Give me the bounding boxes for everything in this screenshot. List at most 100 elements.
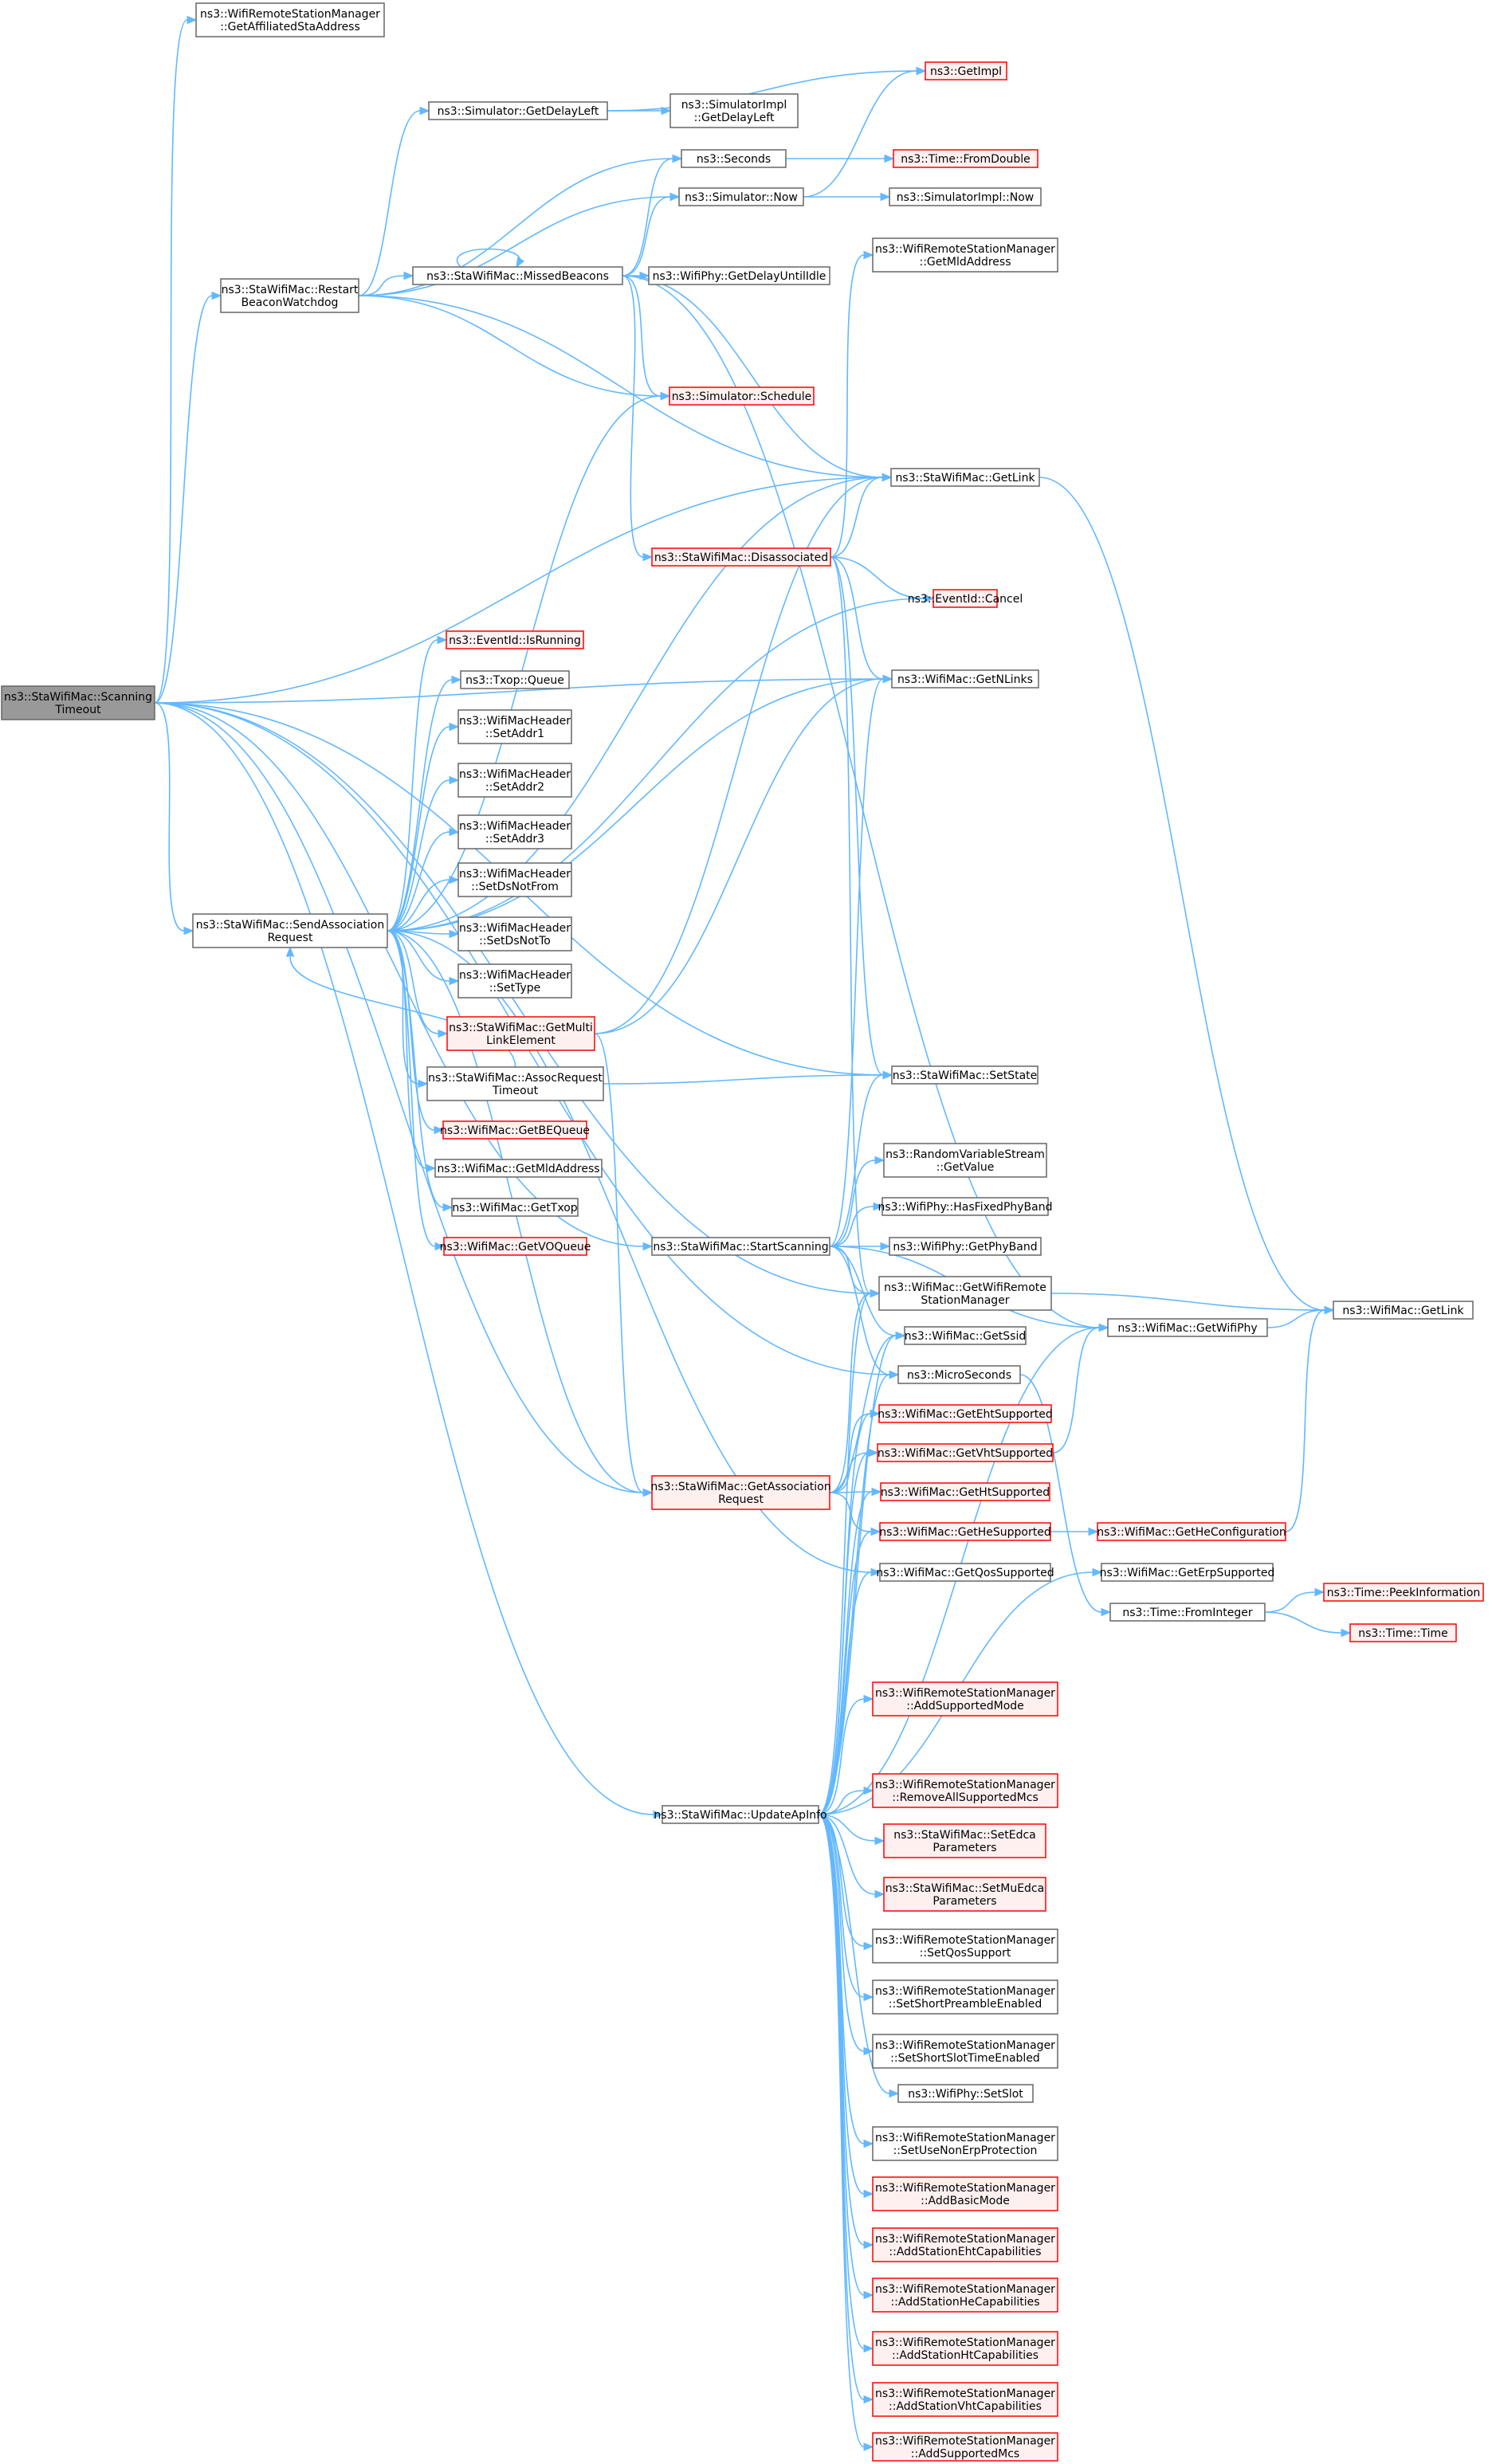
node-set-state[interactable]: ns3::StaWifiMac::SetState: [891, 1065, 1039, 1085]
node-set-ds-not-to[interactable]: ns3::WifiMacHeader::SetDsNotTo: [457, 916, 572, 951]
node-box: [669, 386, 815, 406]
node-time-time[interactable]: ns3::Time::Time: [1349, 1623, 1457, 1642]
node-label: ::SetAddr1: [485, 728, 544, 740]
node-label: ::SetUseNonErpProtection: [893, 2144, 1038, 2157]
node-add-basic-mode[interactable]: ns3::WifiRemoteStationManager::AddBasicM…: [872, 2176, 1058, 2211]
node-label: ns3::StaWifiMac::SetState: [893, 1069, 1038, 1082]
node-is-running[interactable]: ns3::EventId::IsRunning: [446, 630, 584, 649]
node-sim-impl-get-delay-left[interactable]: ns3::SimulatorImpl::GetDelayLeft: [669, 93, 799, 128]
node-set-addr3[interactable]: ns3::WifiMacHeader::SetAddr3: [457, 814, 572, 849]
node-sim-impl-now[interactable]: ns3::SimulatorImpl::Now: [889, 187, 1042, 206]
node-box: [872, 2227, 1058, 2262]
node-sta-get-link[interactable]: ns3::StaWifiMac::GetLink: [890, 468, 1040, 487]
node-set-type[interactable]: ns3::WifiMacHeader::SetType: [457, 963, 572, 999]
node-label: ::RemoveAllSupportedMcs: [892, 1791, 1039, 1804]
node-label: ::GetMldAddress: [920, 256, 1011, 269]
node-box: [872, 2126, 1058, 2161]
node-update-ap-info[interactable]: ns3::StaWifiMac::UpdateApInfo: [654, 1805, 827, 1824]
node-get-affiliated[interactable]: ns3::WifiRemoteStationManager::GetAffili…: [195, 2, 385, 37]
node-rvs-get-value[interactable]: ns3::RandomVariableStream::GetValue: [883, 1143, 1047, 1178]
node-get-ssid[interactable]: ns3::WifiMac::GetSsid: [904, 1326, 1027, 1345]
node-label: Parameters: [933, 1895, 996, 1908]
node-event-cancel[interactable]: ns3::EventId::Cancel: [908, 589, 1023, 608]
node-box: [648, 266, 830, 285]
node-box: [457, 709, 572, 744]
node-remove-all-mcs[interactable]: ns3::WifiRemoteStationManager::RemoveAll…: [872, 1773, 1058, 1808]
node-box: [872, 2432, 1058, 2462]
node-add-supported-mode[interactable]: ns3::WifiRemoteStationManager::AddSuppor…: [872, 1681, 1058, 1717]
node-get-nlinks[interactable]: ns3::WifiMac::GetNLinks: [891, 669, 1039, 689]
node-peek-info[interactable]: ns3::Time::PeekInformation: [1323, 1583, 1484, 1602]
node-get-phy-band[interactable]: ns3::WifiPhy::GetPhyBand: [889, 1237, 1042, 1256]
node-label: ns3::WifiMac::GetHeSupported: [879, 1526, 1050, 1539]
node-set-ds-not-from[interactable]: ns3::WifiMacHeader::SetDsNotFrom: [457, 862, 572, 897]
node-disassociated[interactable]: ns3::StaWifiMac::Disassociated: [651, 547, 831, 567]
edge-update-ap-info-to-set-edca: [818, 1814, 885, 1846]
node-seconds[interactable]: ns3::Seconds: [681, 149, 787, 168]
node-set-qos-support[interactable]: ns3::WifiRemoteStationManager::SetQosSup…: [872, 1928, 1058, 1964]
node-set-addr2[interactable]: ns3::WifiMacHeader::SetAddr2: [457, 763, 572, 798]
node-get-he[interactable]: ns3::WifiMac::GetHeSupported: [879, 1522, 1051, 1541]
edge-update-ap-info-to-get-wifi-rsm: [818, 1289, 881, 1815]
node-box: [879, 1522, 1051, 1541]
node-set-slot[interactable]: ns3::WifiPhy::SetSlot: [897, 2084, 1034, 2103]
node-label: ns3::WifiMacHeader: [459, 768, 571, 781]
node-get-erp[interactable]: ns3::WifiMac::GetErpSupported: [1100, 1563, 1275, 1582]
node-get-delay-until-idle[interactable]: ns3::WifiPhy::GetDelayUntilIdle: [648, 266, 830, 285]
node-add-he-cap[interactable]: ns3::WifiRemoteStationManager::AddStatio…: [872, 2278, 1058, 2313]
node-micro-seconds[interactable]: ns3::MicroSeconds: [897, 1365, 1021, 1384]
node-get-he-config[interactable]: ns3::WifiMac::GetHeConfiguration: [1097, 1522, 1286, 1541]
node-get-bequeue[interactable]: ns3::WifiMac::GetBEQueue: [440, 1120, 590, 1140]
node-get-delay-left[interactable]: ns3::Simulator::GetDelayLeft: [428, 101, 608, 120]
node-label: ns3::StaWifiMac::SetEdca: [893, 1829, 1036, 1842]
node-get-voqueue[interactable]: ns3::WifiMac::GetVOQueue: [440, 1237, 591, 1256]
node-label: ns3::WifiPhy::SetSlot: [908, 2088, 1023, 2101]
node-label: ns3::EventId::IsRunning: [449, 634, 581, 647]
edge-root-to-restart-beacon: [154, 291, 222, 704]
node-get-qos[interactable]: ns3::WifiMac::GetQosSupported: [876, 1563, 1054, 1582]
edge-update-ap-info-to-get-vht: [818, 1448, 879, 1815]
node-sim-now[interactable]: ns3::Simulator::Now: [678, 187, 804, 206]
node-get-mld-address[interactable]: ns3::WifiMac::GetMldAddress: [434, 1159, 603, 1178]
node-get-eht[interactable]: ns3::WifiMac::GetEhtSupported: [878, 1404, 1053, 1423]
node-schedule[interactable]: ns3::Simulator::Schedule: [669, 386, 815, 406]
node-start-scanning[interactable]: ns3::StaWifiMac::StartScanning: [651, 1237, 830, 1256]
node-get-wifi-phy[interactable]: ns3::WifiMac::GetWifiPhy: [1107, 1318, 1268, 1337]
node-txop-queue[interactable]: ns3::Txop::Queue: [460, 670, 570, 689]
node-get-vht[interactable]: ns3::WifiMac::GetVhtSupported: [877, 1443, 1054, 1462]
node-label: ::SetType: [489, 982, 541, 995]
node-get-txop[interactable]: ns3::WifiMac::GetTxop: [451, 1198, 579, 1217]
node-set-addr1[interactable]: ns3::WifiMacHeader::SetAddr1: [457, 709, 572, 744]
edge-sta-get-link-to-wifi-mac-get-link: [1039, 477, 1335, 1315]
node-add-supported-mcs[interactable]: ns3::WifiRemoteStationManager::AddSuppor…: [872, 2432, 1058, 2462]
node-box: [192, 913, 388, 948]
node-from-integer[interactable]: ns3::Time::FromInteger: [1109, 1603, 1266, 1622]
node-has-fixed-phy-band[interactable]: ns3::WifiPhy::HasFixedPhyBand: [878, 1197, 1053, 1216]
node-add-vht-cap[interactable]: ns3::WifiRemoteStationManager::AddStatio…: [872, 2382, 1058, 2417]
node-add-eht-cap[interactable]: ns3::WifiRemoteStationManager::AddStatio…: [872, 2227, 1058, 2262]
node-from-double[interactable]: ns3::Time::FromDouble: [893, 149, 1039, 168]
node-get-impl[interactable]: ns3::GetImpl: [925, 61, 1007, 80]
node-get-wifi-rsm[interactable]: ns3::WifiMac::GetWifiRemoteStationManage…: [878, 1276, 1052, 1311]
node-get-mld-address-mgr[interactable]: ns3::WifiRemoteStationManager::GetMldAdd…: [872, 237, 1058, 273]
node-set-use-non-erp[interactable]: ns3::WifiRemoteStationManager::SetUseNon…: [872, 2126, 1058, 2161]
node-wifi-mac-get-link[interactable]: ns3::WifiMac::GetLink: [1333, 1301, 1474, 1320]
node-label: ns3::WifiPhy::HasFixedPhyBand: [878, 1201, 1053, 1214]
node-box: [1101, 1563, 1274, 1582]
edge-send-assoc-to-sta-get-link: [387, 473, 893, 932]
node-add-ht-cap[interactable]: ns3::WifiRemoteStationManager::AddStatio…: [872, 2331, 1058, 2366]
node-set-short-preamble[interactable]: ns3::WifiRemoteStationManager::SetShortP…: [872, 1979, 1058, 2015]
node-missed-beacons[interactable]: ns3::StaWifiMac::MissedBeacons: [412, 266, 623, 285]
edge-send-assoc-to-schedule: [387, 391, 671, 932]
node-set-short-slot[interactable]: ns3::WifiRemoteStationManager::SetShortS…: [872, 2034, 1058, 2069]
node-get-ht[interactable]: ns3::WifiMac::GetHtSupported: [880, 1482, 1050, 1501]
node-box: [889, 187, 1042, 206]
